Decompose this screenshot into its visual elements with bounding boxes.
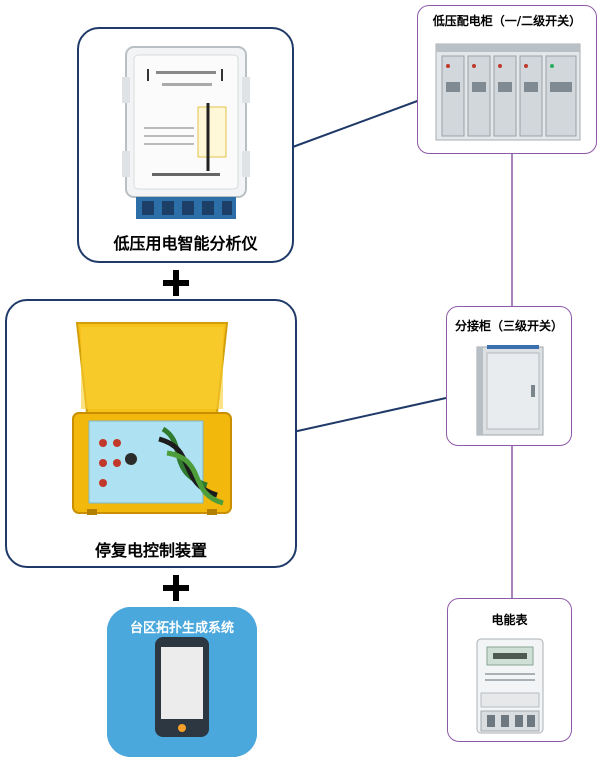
switchgear-cabinet-icon	[435, 43, 581, 141]
control-case-icon	[72, 322, 232, 515]
distribution-cabinet-label: 低压配电柜（一/二级开关）	[432, 14, 582, 28]
phone-home-button	[178, 724, 186, 732]
branch-cabinet-panel: 分接柜（三级开关）	[446, 306, 572, 446]
meter-panel: 电能表	[447, 598, 572, 742]
phone-app-icon	[155, 637, 209, 737]
meter-label: 电能表	[491, 613, 528, 627]
controller-label: 停复电控制装置	[94, 541, 207, 560]
analyzer-box-icon	[122, 46, 250, 219]
plus-icon-2	[163, 575, 189, 601]
topology-app-label: 台区拓扑生成系统	[129, 621, 234, 636]
branch-cabinet-label: 分接柜（三级开关）	[454, 319, 563, 333]
analyzer-panel: 低压用电智能分析仪	[77, 27, 294, 263]
controller-panel: 停复电控制装置	[5, 299, 297, 568]
plus-icon-1	[163, 270, 189, 296]
topology-app-tile[interactable]: 台区拓扑生成系统	[107, 607, 257, 757]
distribution-cabinet-panel: 低压配电柜（一/二级开关）	[417, 5, 597, 154]
link-analyzer-cabinet	[289, 99, 421, 149]
phone-screen	[161, 647, 203, 719]
energy-meter-icon	[476, 638, 544, 734]
analyzer-label: 低压用电智能分析仪	[113, 234, 258, 253]
branch-cabinet-icon	[476, 345, 544, 436]
link-controller-branch	[292, 397, 447, 433]
